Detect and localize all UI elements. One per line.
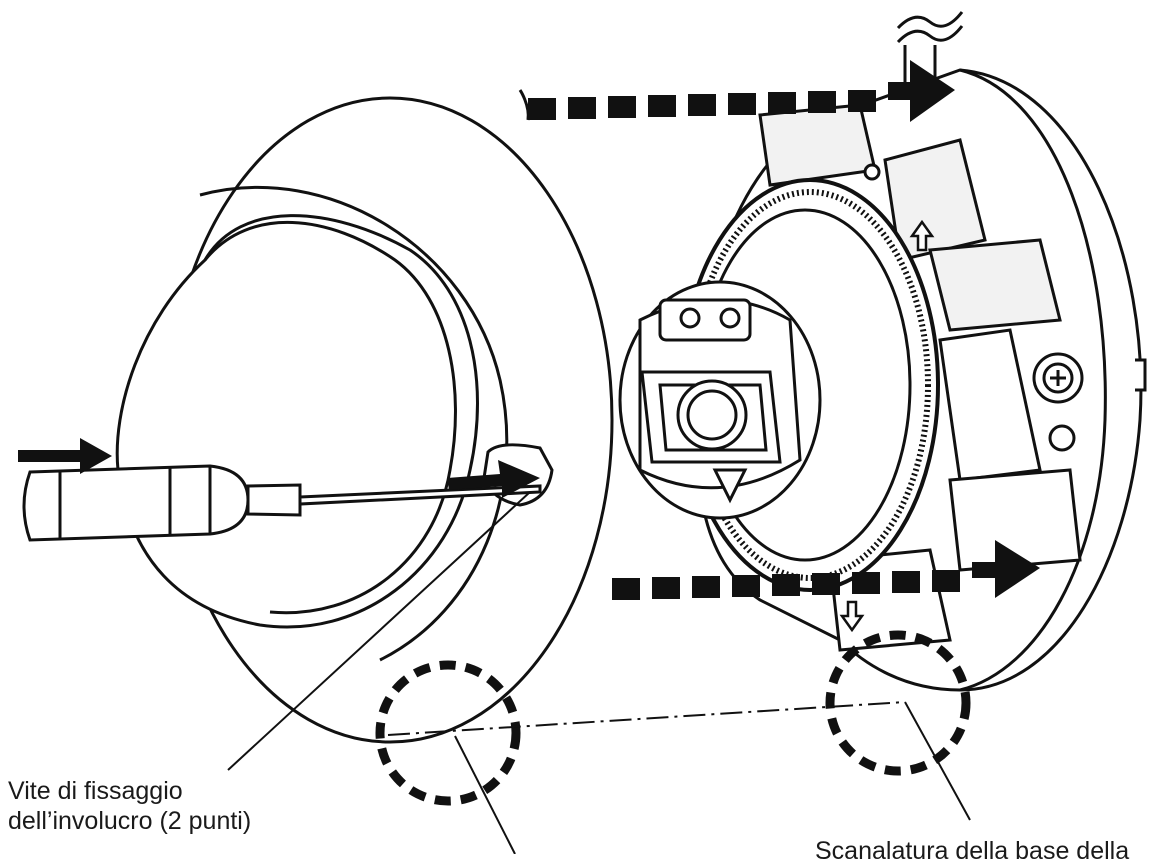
alignment-circle-left	[375, 660, 521, 806]
dashed-arrow-bottom	[612, 540, 1040, 600]
groove-label: Scanalatura della base della	[815, 836, 1129, 866]
alignment-circle-right	[825, 630, 971, 776]
dashed-arrow-top	[528, 60, 955, 122]
groove-label-line1: Scanalatura della base della	[815, 837, 1130, 865]
insert-arrow-icon	[447, 460, 540, 498]
lens-unit	[618, 280, 822, 520]
push-arrow-icon	[18, 438, 112, 474]
up-arrow-icon	[909, 219, 935, 252]
screw-label-line2: dell’involucro (2 punti)	[8, 807, 252, 835]
leader-lines	[227, 491, 971, 854]
screw-label: Vite di fissaggio dell’involucro (2 punt…	[8, 776, 251, 836]
down-arrow-icon	[839, 600, 865, 633]
screwdriver-icon	[22, 464, 542, 542]
alignment-line	[387, 701, 906, 736]
screw-label-line1: Vite di fissaggio	[8, 777, 183, 805]
